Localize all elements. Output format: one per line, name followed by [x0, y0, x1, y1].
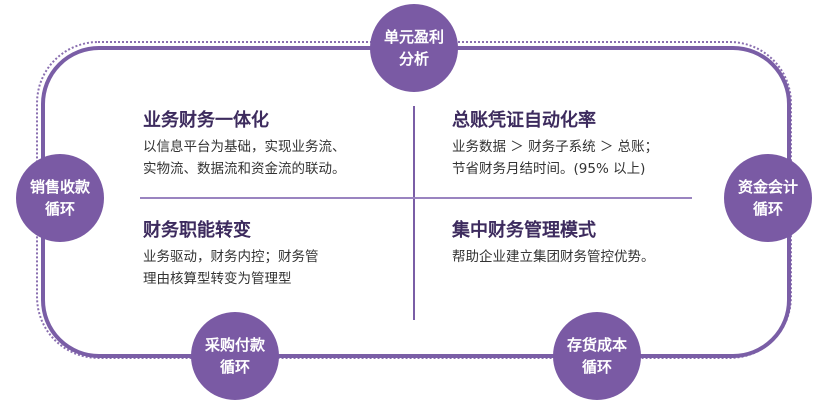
quadrant-text: 以信息平台为基础，实现业务流、: [143, 139, 346, 155]
node-label: 采购付款: [204, 336, 265, 354]
quadrant-text: 节省财务月结时间。(95% 以上): [452, 161, 646, 177]
quadrant-title: 集中财务管理模式: [452, 220, 596, 241]
node-unit-profit-analysis: 单元盈利 分析: [370, 4, 458, 92]
node-label: 存货成本: [566, 336, 627, 354]
quadrant-title: 总账凭证自动化率: [452, 110, 596, 131]
node-label: 循环: [219, 358, 250, 376]
node-label: 循环: [44, 200, 75, 218]
node-label: 资金会计: [737, 178, 798, 196]
node-label: 分析: [398, 50, 429, 68]
node-purchase-payment-cycle: 采购付款 循环: [191, 312, 279, 400]
node-label: 销售收款: [29, 178, 90, 196]
node-treasury-accounting-cycle: 资金会计 循环: [724, 154, 812, 242]
quadrant-business-finance-integration: 业务财务一体化 以信息平台为基础，实现业务流、 实物流、数据流和资金流的联动。: [143, 108, 346, 180]
quadrant-text: 实物流、数据流和资金流的联动。: [143, 161, 346, 177]
node-label: 单元盈利: [383, 28, 444, 46]
quadrant-text: 业务数据 ＞ 财务子系统 ＞ 总账；: [452, 139, 659, 155]
quadrant-finance-role-shift: 财务职能转变 业务驱动，财务内控；财务管 理由核算型转变为管理型: [143, 218, 319, 290]
vertical-divider: [413, 106, 415, 320]
node-label: 循环: [581, 358, 612, 376]
quadrant-title: 业务财务一体化: [143, 110, 269, 131]
quadrant-text: 业务驱动，财务内控；财务管: [143, 249, 319, 265]
node-sales-collection-cycle: 销售收款 循环: [16, 154, 104, 242]
horizontal-divider: [140, 197, 692, 199]
quadrant-text: 理由核算型转变为管理型: [143, 271, 292, 287]
node-label: 循环: [752, 200, 783, 218]
quadrant-text: 帮助企业建立集团财务管控优势。: [452, 249, 655, 265]
node-inventory-cost-cycle: 存货成本 循环: [553, 312, 641, 400]
cycle-frame: [41, 46, 791, 358]
quadrant-title: 财务职能转变: [143, 220, 251, 241]
quadrant-centralized-finance: 集中财务管理模式 帮助企业建立集团财务管控优势。: [452, 218, 655, 268]
quadrant-voucher-automation: 总账凭证自动化率 业务数据 ＞ 财务子系统 ＞ 总账； 节省财务月结时间。(95…: [452, 108, 658, 180]
